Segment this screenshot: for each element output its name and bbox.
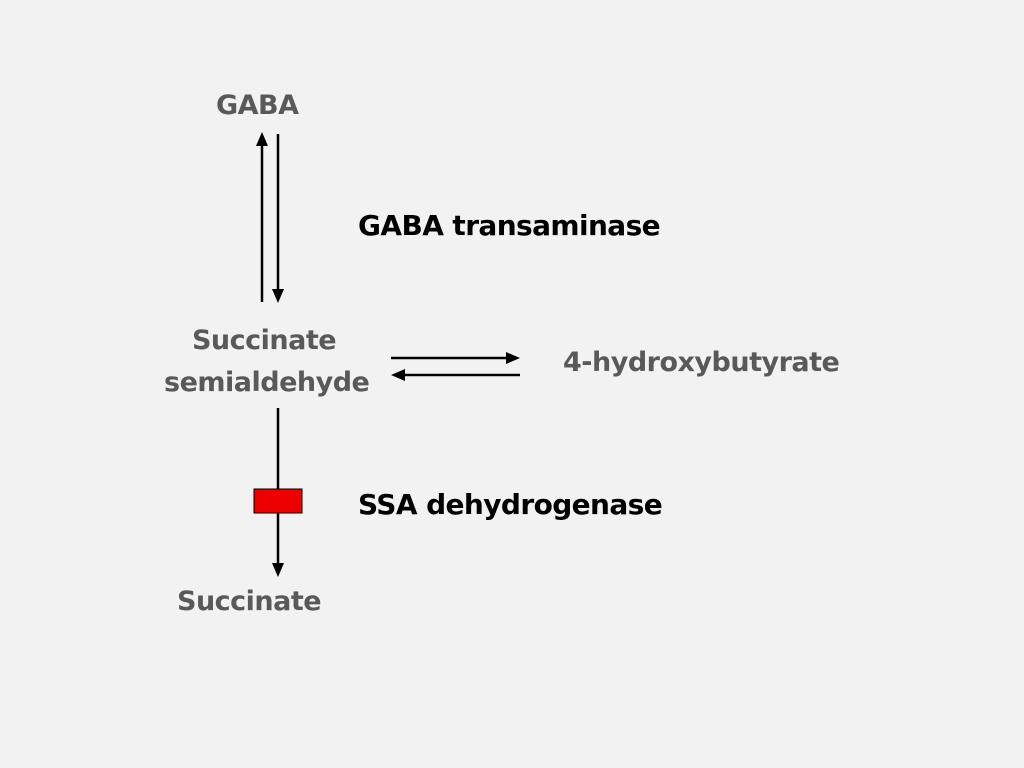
metabolite-succinate: Succinate	[177, 586, 322, 617]
arrowhead-down-icon	[272, 289, 284, 303]
arrowhead-up-icon	[256, 132, 268, 146]
arrowhead-left-icon	[391, 369, 405, 381]
metabolite-ssa-line1: Succinate	[191, 325, 337, 356]
arrowhead-right-icon	[506, 352, 520, 364]
enzyme-ssa-dehydrogenase: SSA dehydrogenase	[358, 488, 663, 521]
enzyme-gaba-transaminase: GABA transaminase	[358, 209, 661, 242]
metabolite-gaba: GABA	[216, 90, 299, 121]
enzyme-block-marker	[253, 488, 303, 514]
arrowhead-down-icon	[272, 563, 284, 577]
metabolite-ssa-line2: semialdehyde	[164, 367, 370, 398]
metabolite-4-hydroxybutyrate: 4-hydroxybutyrate	[563, 347, 840, 378]
